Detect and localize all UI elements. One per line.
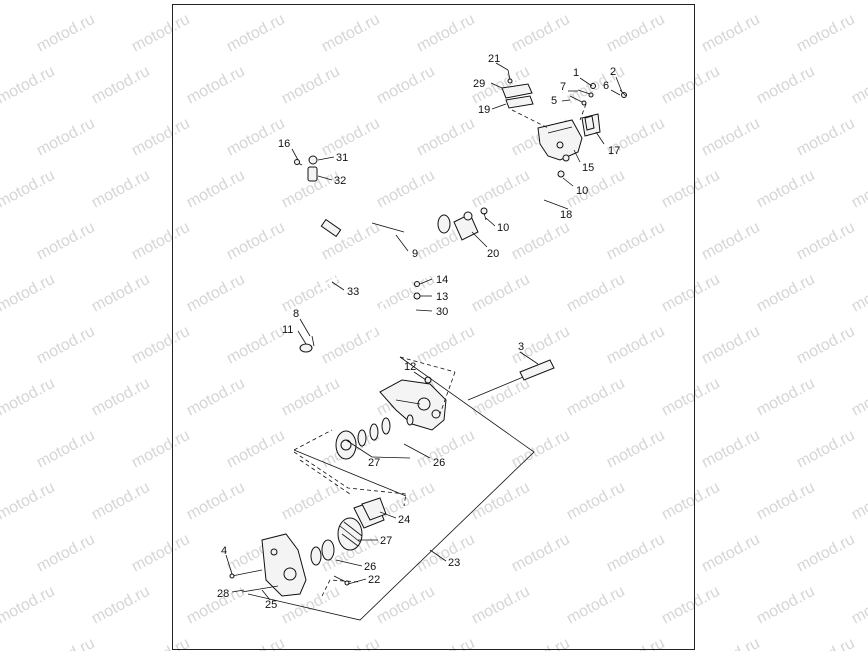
boot-20 [437,211,479,241]
callout-2: 2 [610,66,616,78]
callout-10-lower: 10 [497,222,509,234]
callout-4: 4 [221,545,227,557]
callout-labels: 21 29 19 1 2 7 5 6 17 15 10 18 10 20 9 1… [217,53,620,611]
diagram-frame [172,4,695,650]
callout-13: 13 [436,291,448,303]
clamp-17 [581,113,601,137]
screw-21 [507,69,513,84]
clip-9 [371,222,405,233]
callout-17: 17 [608,145,620,157]
hose-30 [370,281,421,358]
reservoir-cover-29 [501,83,533,99]
bolt-3 [467,359,555,401]
callout-21: 21 [488,53,500,65]
callout-19: 19 [478,104,490,116]
callout-23: 23 [448,557,460,569]
banjo-bolt-10 [480,207,488,221]
callout-10-upper: 10 [576,185,588,197]
callout-30: 30 [436,306,448,318]
callout-16: 16 [278,138,290,150]
callout-33: 33 [347,286,359,298]
callout-9: 9 [412,248,418,260]
piston-26 [310,539,335,566]
piston-set-26-27 [335,414,414,460]
leader-lines [225,62,623,601]
callout-12: 12 [404,361,416,373]
callout-14: 14 [436,274,448,286]
callout-22: 22 [368,574,380,586]
brake-hose-33 [299,202,376,321]
callout-11: 11 [282,324,293,336]
callout-25: 25 [265,599,277,611]
callout-18: 18 [560,209,572,221]
callout-6: 6 [603,80,609,92]
callout-1: 1 [573,67,579,79]
callout-31: 31 [336,152,348,164]
callout-20: 20 [487,248,499,260]
callout-5: 5 [551,95,557,107]
brake-line-18 [483,170,565,213]
callout-3: 3 [518,341,524,353]
callout-27-upper: 27 [368,457,380,469]
stoplight-switch-32 [294,155,318,182]
callout-24: 24 [398,514,410,526]
callout-32: 32 [334,175,346,187]
callout-29: 29 [473,78,485,90]
callout-26-lower: 26 [364,561,376,573]
master-cylinder-15 [537,119,583,162]
callout-15: 15 [582,162,594,174]
brake-pads-24 [353,497,387,529]
callout-7: 7 [560,81,566,93]
gasket-19 [505,95,534,109]
piston-boot-27 [337,517,363,551]
callout-27-lower: 27 [380,535,392,547]
caliper-upper [379,376,447,431]
pins-4-28-25 [229,569,279,593]
screws-5-7-1 [569,83,596,106]
callout-28: 28 [217,588,229,600]
callout-8: 8 [293,308,299,320]
caliper-lower [261,533,307,597]
screw-2-6 [619,89,627,98]
callout-26-upper: 26 [433,457,445,469]
